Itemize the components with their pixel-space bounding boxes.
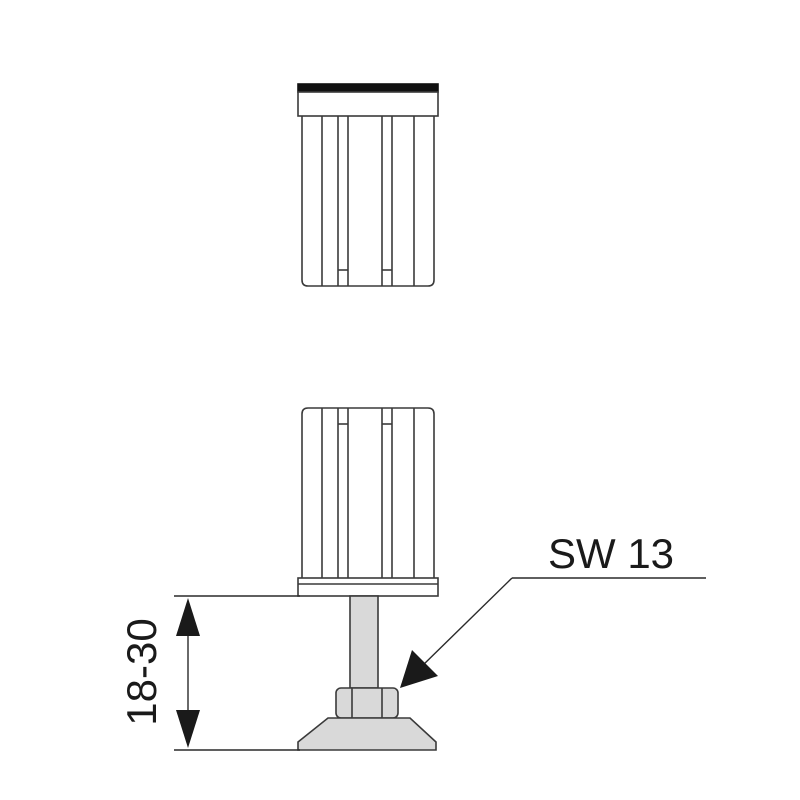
top-cap-band [297, 83, 439, 93]
bottom-insert [297, 407, 439, 597]
top-insert [297, 83, 439, 287]
top-cap-collar [297, 91, 439, 117]
dimension-arrow-up [176, 598, 200, 636]
wrench-size-label: SW 13 [548, 530, 674, 577]
hex-nut [335, 687, 399, 719]
wrench-size-arrow [400, 650, 438, 688]
wrench-size-leader [419, 577, 706, 669]
dimension-arrow-down [176, 710, 200, 748]
height-dimension [174, 595, 300, 751]
bottom-insert-body [301, 407, 435, 578]
leveling-foot-base [297, 717, 437, 751]
threaded-stem [349, 595, 379, 689]
height-range-label: 18-30 [118, 618, 165, 725]
top-insert-body [301, 116, 435, 287]
bottom-flange [297, 577, 439, 597]
